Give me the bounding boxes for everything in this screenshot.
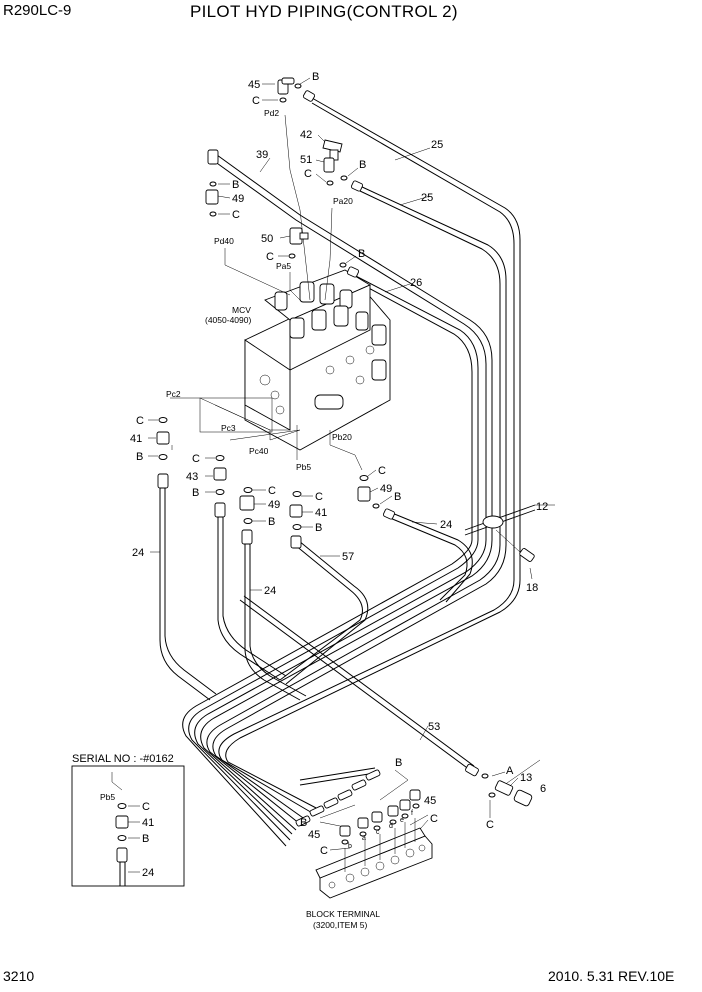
callout-25-upper: 25	[431, 139, 443, 151]
callout-51: 51	[300, 154, 312, 166]
block-terminal-ref: (3200,ITEM 5)	[313, 920, 367, 930]
fittings	[156, 77, 533, 807]
callout-45-right: 45	[424, 795, 436, 807]
callout-c-terminal-left: C	[320, 845, 328, 857]
callout-b-50: B	[358, 248, 365, 260]
callout-49-pb20: 49	[380, 483, 392, 495]
port-pc40: Pc40	[249, 446, 269, 456]
pipe-bundle	[159, 97, 521, 847]
callout-c-39: C	[232, 209, 240, 221]
inset-callout-c: C	[142, 801, 150, 813]
callout-42: 42	[300, 129, 312, 141]
callout-24-right: 24	[440, 519, 452, 531]
callout-c-50: C	[266, 251, 274, 263]
leader-lines	[170, 114, 541, 851]
callout-b-terminal-top: B	[395, 757, 402, 769]
clamp-assembly	[464, 504, 555, 562]
main-control-valve	[244, 269, 391, 451]
callout-53: 53	[428, 721, 440, 733]
callout-6: 6	[540, 783, 546, 795]
callout-50: 50	[261, 233, 273, 245]
callout-12: 12	[536, 501, 548, 513]
revision-date: 2010. 5.31 REV.10E	[548, 968, 675, 984]
callout-24-mid: 24	[264, 585, 276, 597]
block-terminal	[295, 769, 433, 899]
terminal-port-e: e	[400, 817, 404, 824]
callout-49-pc40: 49	[268, 499, 280, 511]
page-title: PILOT HYD PIPING(CONTROL 2)	[190, 2, 458, 21]
callout-39: 39	[256, 149, 268, 161]
callout-c-pc2: C	[136, 415, 144, 427]
inset-callout-41: 41	[142, 817, 154, 829]
callout-25-lower: 25	[421, 192, 433, 204]
callout-leaders	[148, 77, 533, 818]
callout-45-left: 45	[308, 829, 320, 841]
callout-18: 18	[526, 582, 538, 594]
callout-b-pc2: B	[136, 451, 143, 463]
page-number: 3210	[3, 968, 35, 984]
callout-b-51: B	[359, 159, 366, 171]
callout-41-pb5: 41	[315, 507, 327, 519]
port-pd40: Pd40	[214, 236, 234, 246]
callout-c-13: C	[486, 819, 494, 831]
callout-c-pb5: C	[315, 491, 323, 503]
callout-c-pb20: C	[378, 465, 386, 477]
callout-26: 26	[410, 277, 422, 289]
callout-b-39: B	[232, 179, 239, 191]
callout-45-top: 45	[248, 79, 260, 91]
inset-fittings	[111, 772, 140, 886]
callout-c-pc40: C	[268, 485, 276, 497]
callout-43: 43	[186, 471, 198, 483]
mcv-label: MCV	[232, 305, 251, 315]
port-pb5: Pb5	[296, 462, 311, 472]
block-terminal-label: BLOCK TERMINAL	[306, 909, 380, 919]
pc3-pc40-routing-box	[199, 397, 273, 433]
terminal-port-b: b	[348, 843, 352, 850]
callout-b-pb20: B	[394, 491, 401, 503]
mcv-part-range: (4050-4090)	[205, 315, 251, 325]
callout-b-pc3: B	[192, 487, 199, 499]
port-pa5: Pa5	[276, 261, 291, 271]
terminal-port-d: d	[389, 823, 393, 830]
model-code: R290LC-9	[3, 2, 72, 19]
port-pb20: Pb20	[332, 432, 352, 442]
callout-c-terminal-right: C	[430, 813, 438, 825]
terminal-port-c: c	[376, 829, 380, 836]
callout-41-pc2: 41	[130, 433, 142, 445]
terminal-port-a: a	[362, 835, 366, 842]
callout-c-pc3: C	[192, 453, 200, 465]
callout-b-terminal-left: B	[300, 817, 307, 829]
callout-57: 57	[342, 551, 354, 563]
port-pc3: Pc3	[221, 423, 236, 433]
callout-b-top: B	[312, 71, 319, 83]
callout-c-top: C	[252, 95, 260, 107]
port-pa20: Pa20	[333, 196, 353, 206]
inset-port-pb5: Pb5	[100, 792, 115, 802]
callout-c-51: C	[304, 168, 312, 180]
inset-callout-b: B	[142, 833, 149, 845]
callout-b-pc40: B	[268, 516, 275, 528]
callout-24-left: 24	[132, 547, 144, 559]
terminal-port-f: f	[411, 810, 413, 817]
serial-inset-frame	[71, 765, 185, 887]
callout-a: A	[506, 765, 514, 777]
serial-inset-title: SERIAL NO : -#0162	[72, 753, 174, 765]
callout-49-upper: 49	[232, 193, 244, 205]
inset-callout-24: 24	[142, 867, 154, 879]
port-pd2: Pd2	[264, 108, 279, 118]
callout-b-pb5: B	[315, 522, 322, 534]
port-pc2: Pc2	[166, 389, 181, 399]
callout-13: 13	[520, 772, 532, 784]
